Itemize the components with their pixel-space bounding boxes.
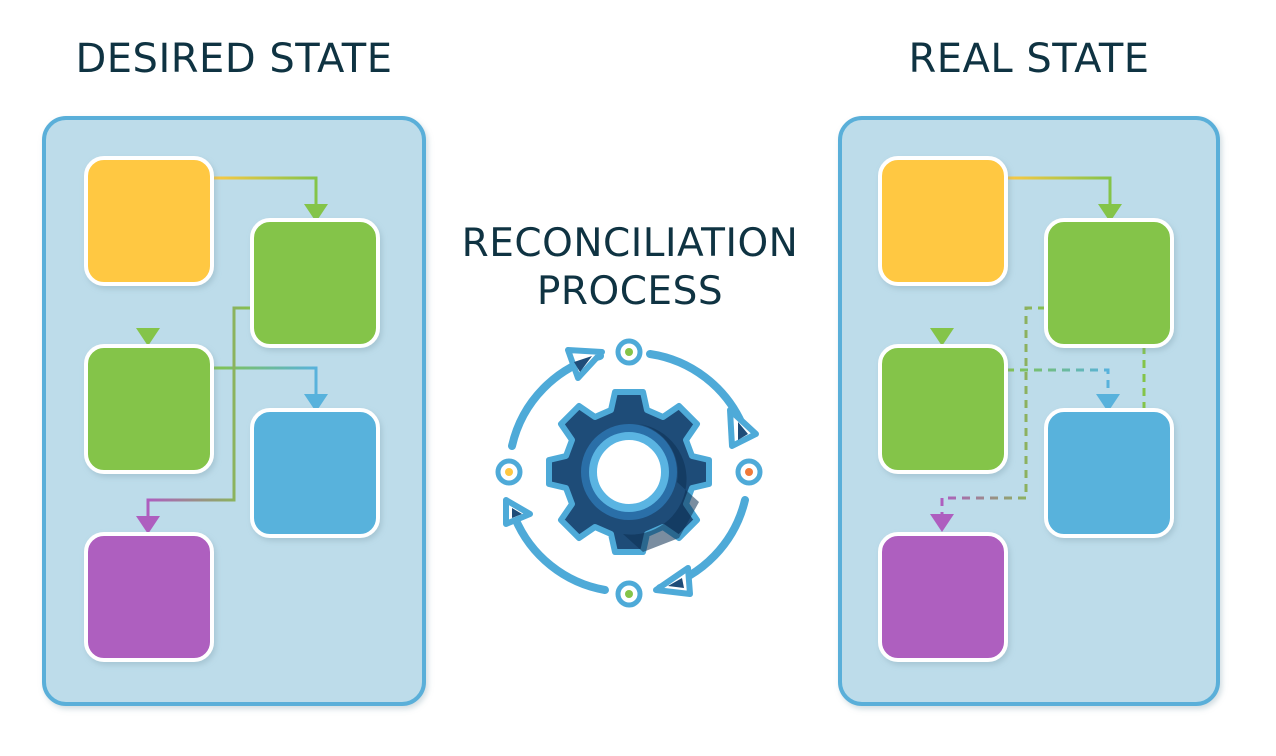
desired-box-purple (84, 532, 214, 662)
desired-connector-green-to-purple (146, 306, 252, 520)
cycle-nodes (495, 338, 763, 608)
gear-icon (546, 389, 712, 555)
desired-state-panel (42, 116, 426, 706)
real-box-green-middle (878, 344, 1008, 474)
gear-shade (623, 424, 699, 552)
desired-box-blue (250, 408, 380, 538)
real-arrowhead-green-2 (930, 328, 954, 346)
reconciliation-title-line1: RECONCILIATION (461, 221, 799, 266)
cycle-node-top-dot (625, 348, 633, 356)
arrowhead-right-inner (738, 422, 748, 440)
desired-state-title: DESIRED STATE (75, 36, 393, 82)
arrowhead-top-left-inner (574, 356, 592, 372)
real-state-title: REAL STATE (908, 36, 1150, 82)
real-box-purple (878, 532, 1008, 662)
real-arrowhead-green (1098, 204, 1122, 222)
desired-connector-green-to-blue (212, 366, 318, 400)
real-dashed-connector-green-to-purple (940, 306, 1046, 516)
real-box-green-top (1044, 218, 1174, 348)
real-arrowhead-purple (930, 514, 954, 532)
real-box-yellow (878, 156, 1008, 286)
desired-box-green-top (250, 218, 380, 348)
real-arrowhead-blue (1096, 394, 1120, 412)
desired-arrowhead-green-2 (136, 328, 160, 346)
arrowhead-left-inner (512, 508, 522, 518)
desired-arrowhead-green (304, 204, 328, 222)
cycle-arrowheads (503, 347, 759, 597)
real-dashed-connector-green-to-blue (1006, 368, 1110, 398)
desired-connector-yellow-to-green (212, 176, 318, 210)
desired-box-yellow (84, 156, 214, 286)
cycle-node-left-dot (505, 468, 513, 476)
real-box-blue (1044, 408, 1174, 538)
arrowhead-bottom-icon (653, 565, 693, 597)
desired-arrowhead-blue (304, 394, 328, 412)
cycle-arc-bottom-left (511, 514, 609, 594)
real-connector-yellow-to-green (1006, 176, 1112, 210)
cycle-node-right-dot (745, 468, 753, 476)
arrowhead-bottom-inner (668, 578, 684, 588)
real-state-panel (838, 116, 1220, 706)
gear-hole (589, 432, 669, 512)
reconciliation-title-line2: PROCESS (536, 269, 724, 314)
desired-box-green-middle (84, 344, 214, 474)
cycle-node-bottom-dot (625, 590, 633, 598)
desired-arrowhead-purple (136, 516, 160, 534)
reconciliation-process-title: RECONCILIATION PROCESS (430, 220, 830, 316)
